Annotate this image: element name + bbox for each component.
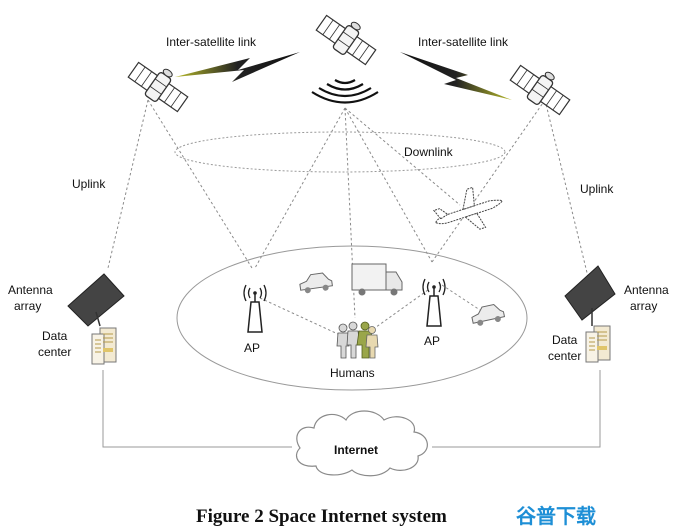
- uplink-label-right: Uplink: [580, 182, 614, 196]
- airplane-icon: [433, 186, 503, 230]
- ap-tower-right-icon: [422, 278, 446, 327]
- figure-caption: Figure 2 Space Internet system: [196, 506, 447, 527]
- car-icon-left: [298, 271, 334, 295]
- watermark-text: 谷普下载: [516, 504, 596, 528]
- downlink-line-2: [344, 107, 433, 263]
- internet-line-left: [102, 370, 292, 448]
- ground-area-ellipse: [176, 245, 528, 391]
- inter-satellite-link-label-right: Inter-satellite link: [418, 35, 509, 49]
- humans-icon: [336, 321, 379, 359]
- inter-satellite-link-bolt-right: [400, 52, 512, 100]
- sat-left-to-ap-line: [147, 99, 253, 269]
- car-icon-right: [469, 302, 506, 328]
- uplink-line-left: [107, 99, 149, 269]
- ap-left-to-humans-line: [259, 297, 341, 336]
- broadcast-signal-icon: [311, 79, 379, 104]
- satellite-left-icon: [124, 52, 195, 117]
- internet-label: Internet: [334, 443, 378, 457]
- ap-right-to-car-line: [441, 284, 481, 311]
- internet-line-right: [432, 370, 601, 448]
- data-center-right-icon: [585, 325, 611, 363]
- sat-right-to-ap-line: [431, 99, 546, 263]
- data-center-label-right: Data center: [548, 333, 581, 363]
- humans-label: Humans: [330, 366, 375, 380]
- link-lines: [107, 99, 591, 336]
- inter-satellite-link-label-left: Inter-satellite link: [166, 35, 257, 49]
- downlink-label: Downlink: [404, 145, 454, 159]
- downlink-line-plane: [344, 107, 461, 206]
- downlink-line-1: [254, 107, 346, 269]
- antenna-array-label-left: Antenna array: [8, 283, 56, 313]
- antenna-array-label-right: Antenna array: [624, 283, 672, 313]
- downlink-coverage-ellipse: [174, 131, 506, 173]
- satellite-right-icon: [506, 55, 577, 120]
- truck-icon: [351, 263, 403, 296]
- satellite-center-icon: [312, 5, 383, 70]
- ap-label-left: AP: [244, 341, 260, 355]
- data-center-left-icon: [91, 327, 117, 365]
- uplink-label-left: Uplink: [72, 177, 106, 191]
- ap-tower-left-icon: [243, 284, 267, 333]
- inter-satellite-link-bolt-left: [175, 52, 300, 82]
- data-center-label-left: Data center: [38, 329, 71, 359]
- uplink-line-right: [544, 99, 591, 286]
- antenna-array-right-icon: [564, 265, 616, 326]
- internet-cloud: [295, 410, 428, 477]
- ap-label-right: AP: [424, 334, 440, 348]
- antenna-array-left-icon: [67, 273, 125, 327]
